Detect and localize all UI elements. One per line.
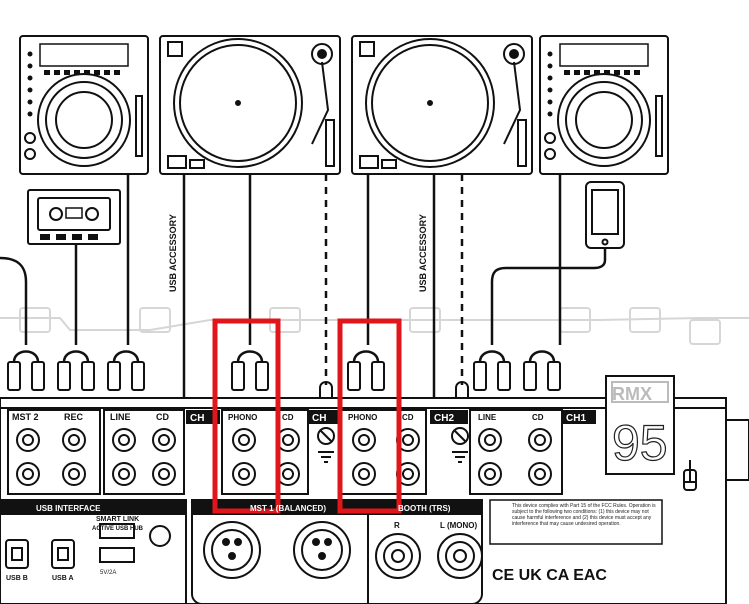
rmx-logo <box>605 375 697 491</box>
model-number: 95 <box>612 415 668 471</box>
label-l-mono: L (MONO) <box>440 521 478 530</box>
label-phono-left: PHONO <box>228 413 257 422</box>
label-usb-a: USB A <box>52 575 74 582</box>
cassette-icon <box>27 189 121 245</box>
label-smart-link: SMART LINK <box>96 516 139 523</box>
label-cd-right: CD <box>532 413 544 422</box>
label-ch-mid: CH <box>312 413 326 424</box>
phono-highlight-boxes <box>212 318 402 514</box>
ground-screw-icon <box>319 381 469 398</box>
label-phono-right: PHONO <box>348 413 377 422</box>
cd-player-icon <box>19 35 149 175</box>
label-cd-phono-right: CD <box>402 413 414 422</box>
label-usb-b: USB B <box>6 575 28 582</box>
label-ch2: CH2 <box>434 413 454 424</box>
rca-plug-icon <box>12 350 556 363</box>
label-rec: REC <box>64 412 84 422</box>
label-r: R <box>394 521 400 530</box>
cd-player-icon <box>539 35 669 175</box>
label-mst1-balanced: MST 1 (BALANCED) <box>250 504 326 513</box>
fcc-text-box: This device complies with Part 15 of the… <box>512 503 656 527</box>
ground-screw-icon <box>317 427 469 463</box>
cert-marks: CE UK CA EAC <box>492 567 607 584</box>
cables <box>0 174 607 604</box>
label-line-left: LINE <box>110 412 131 422</box>
label-usb-interface: USB INTERFACE <box>36 504 101 513</box>
xlr-jack-icon <box>203 521 261 579</box>
label-ch1: CH1 <box>566 413 586 424</box>
label-power-spec: 5V/2A <box>100 570 116 576</box>
fcc-text: This device complies with Part 15 of the… <box>512 503 656 527</box>
smartphone-icon <box>585 181 625 249</box>
fcc-notice <box>489 499 663 545</box>
channel-header-bars <box>186 410 596 424</box>
trs-jack-icon <box>375 533 483 579</box>
label-active-usb-hub: ACTIVE USB HUB <box>92 526 144 532</box>
usb-accessory-label-right: USB ACCESSORY <box>418 214 428 292</box>
rca-input-jacks <box>7 409 563 495</box>
label-mst2: MST 2 <box>12 412 39 422</box>
label-line-right: LINE <box>478 413 497 422</box>
output-panel <box>191 499 483 604</box>
rmx-text: RMX <box>612 384 652 404</box>
usb-accessory-label-left: USB ACCESSORY <box>168 214 178 292</box>
label-cd-phono-left: CD <box>282 413 294 422</box>
rca-plugs <box>7 361 561 391</box>
turntable-icon <box>159 35 341 175</box>
usb-interface-panel <box>0 499 187 604</box>
label-ch-left: CH <box>190 413 204 424</box>
faded-mixer-knobs <box>0 307 749 345</box>
xlr-jack-icon <box>293 521 351 579</box>
label-booth-trs: BOOTH (TRS) <box>398 504 451 513</box>
label-cd-left: CD <box>156 412 169 422</box>
turntable-icon <box>351 35 533 175</box>
